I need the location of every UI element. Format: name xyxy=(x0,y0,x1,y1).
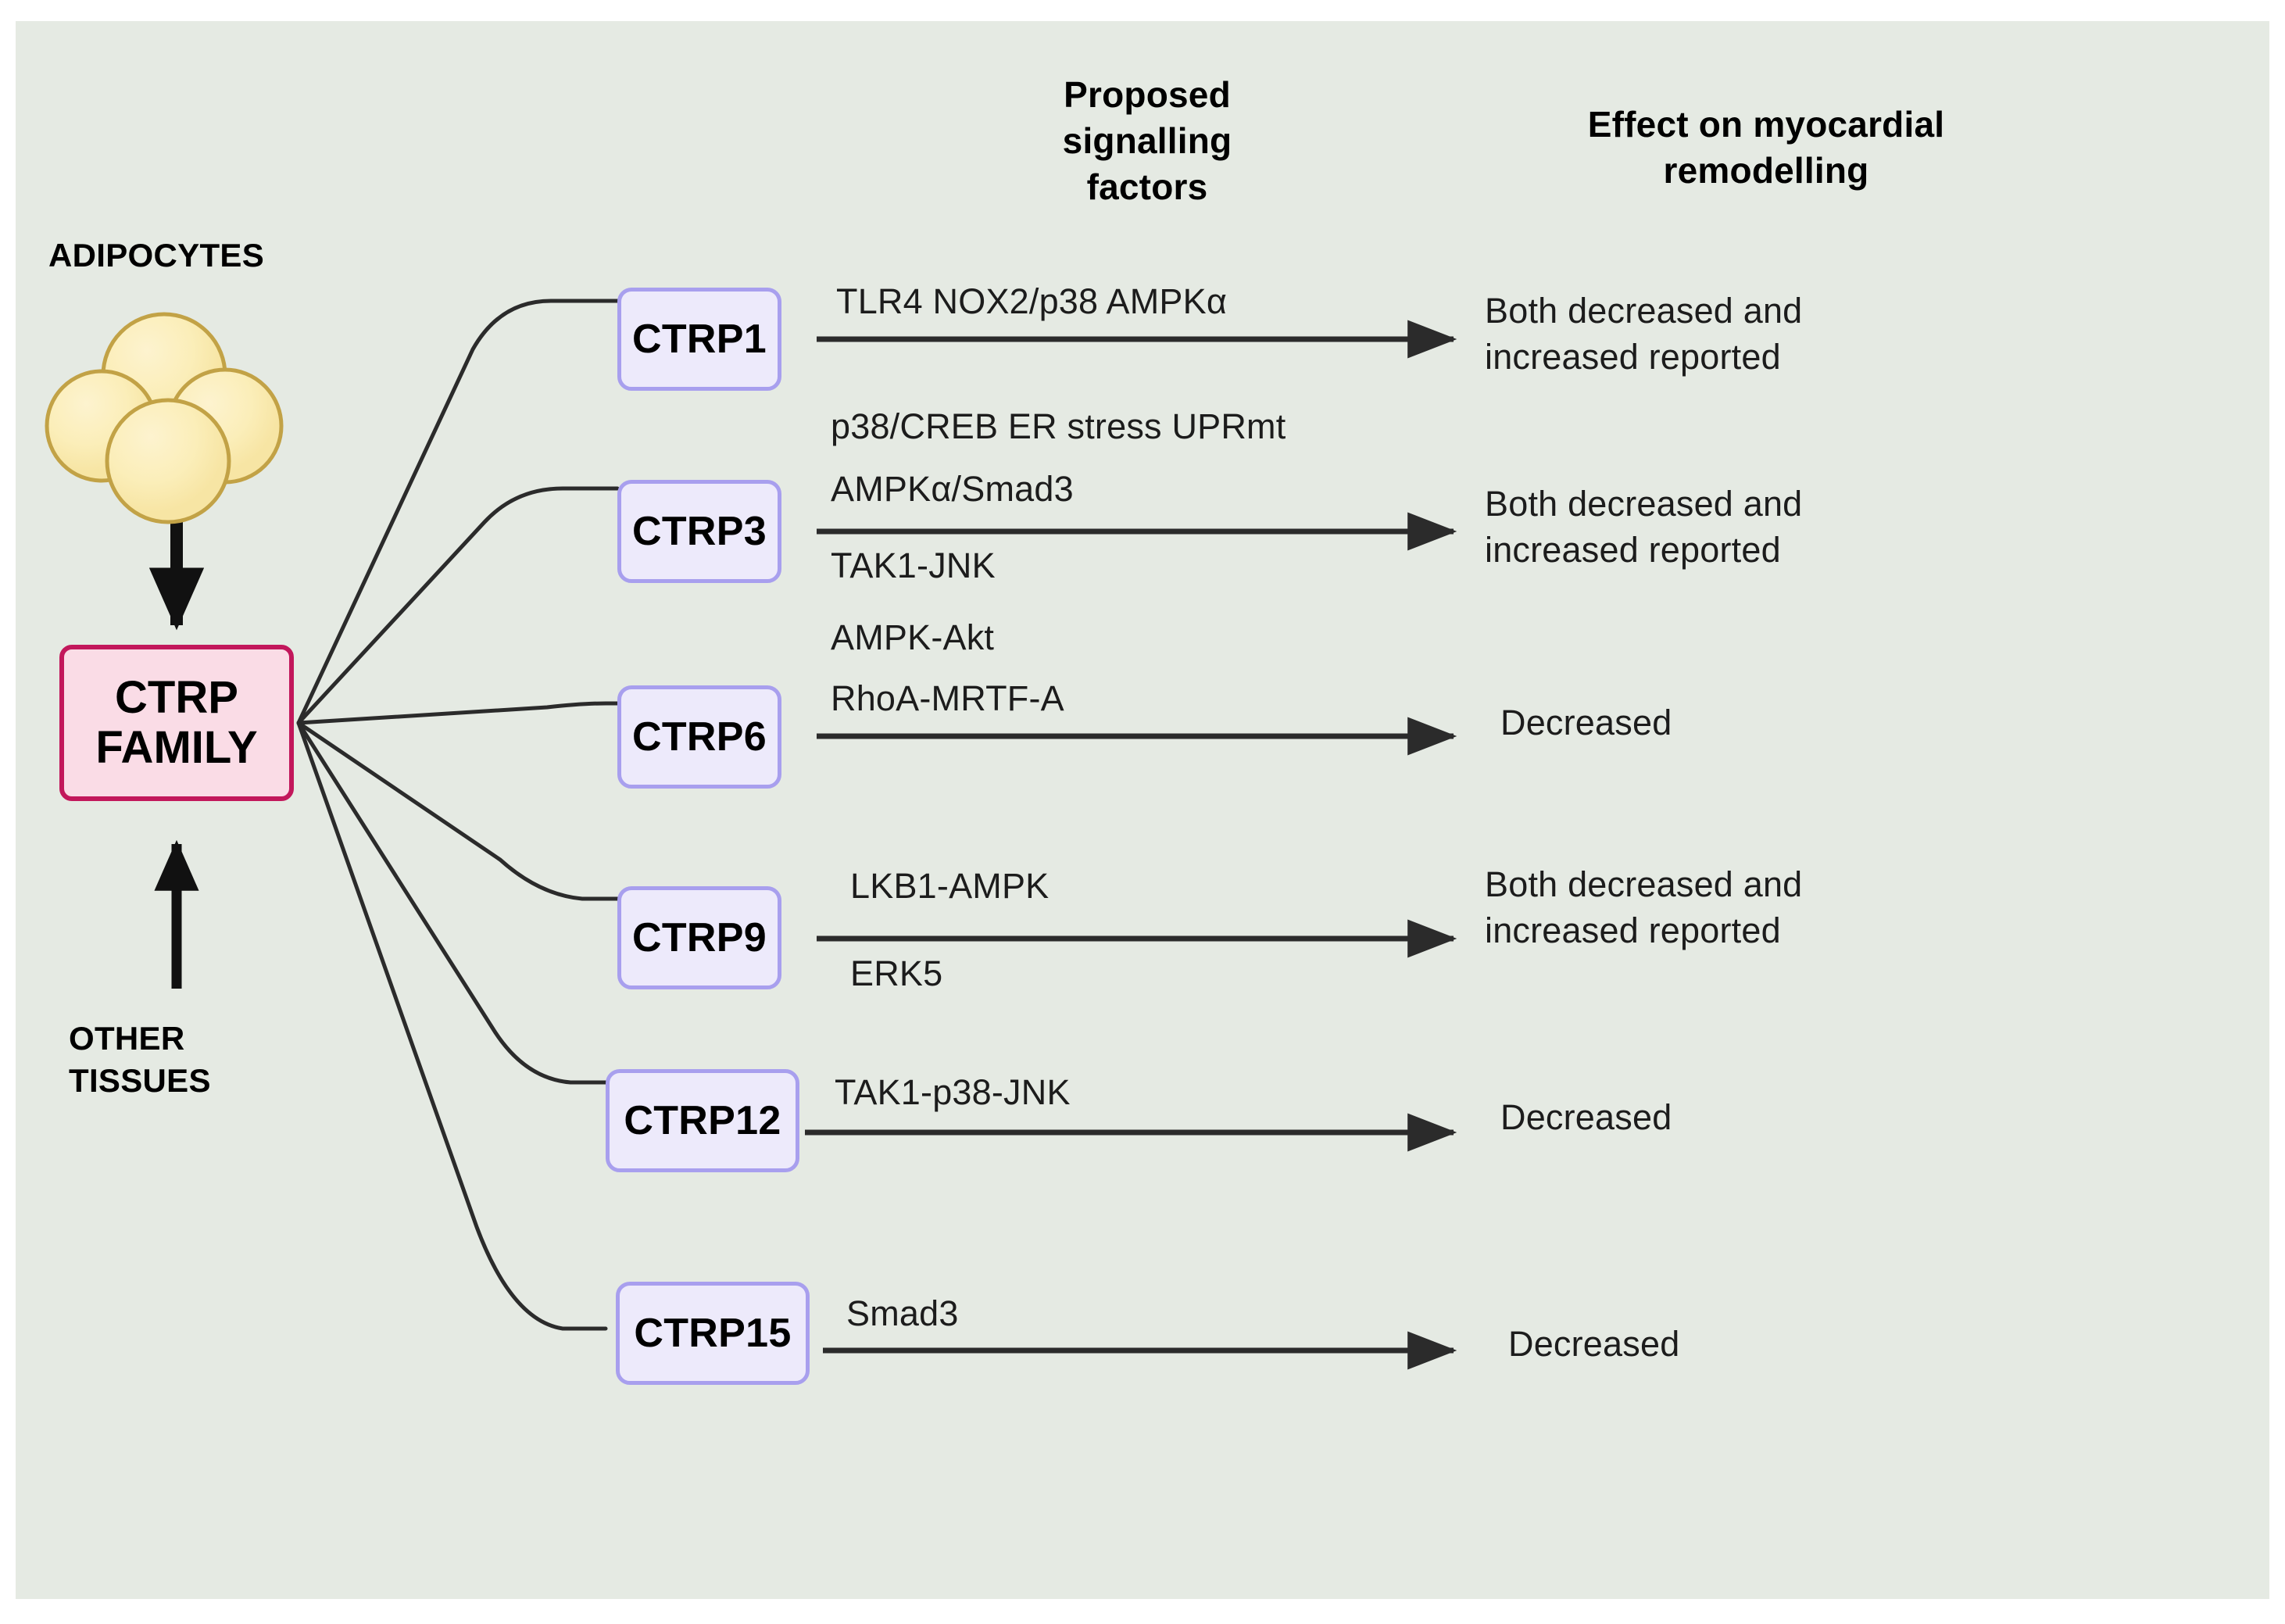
signalling-factors-ctrp9-line2: ERK5 xyxy=(850,953,943,993)
effect-ctrp12: Decreased xyxy=(1500,1094,1985,1140)
connector-to-ctrp9 xyxy=(296,721,620,901)
connector-to-ctrp3 xyxy=(296,486,620,725)
label-other-tissues: OTHER TISSUES xyxy=(69,1018,303,1102)
signalling-factors-ctrp9-line1: LKB1-AMPK xyxy=(850,866,1050,906)
node-ctrp15[interactable]: CTRP15 xyxy=(616,1282,810,1385)
signalling-factors-ctrp6-line1: AMPK-Akt xyxy=(831,617,995,657)
adipocyte-cluster-icon xyxy=(45,312,284,524)
header-line: Effect on myocardial xyxy=(1587,104,1945,145)
effect-ctrp9: Both decreased and increased reported xyxy=(1485,861,1969,954)
effect-line: Both decreased and xyxy=(1485,484,1803,524)
node-ctrp3[interactable]: CTRP3 xyxy=(617,480,781,583)
signalling-factors-ctrp12-line1: TAK1-p38-JNK xyxy=(835,1072,1071,1112)
header-line: signalling xyxy=(1062,120,1232,161)
effect-line: Decreased xyxy=(1500,1097,1672,1137)
effect-line: Both decreased and xyxy=(1485,291,1803,331)
effect-ctrp3: Both decreased and increased reported xyxy=(1485,481,1969,574)
effect-line: Decreased xyxy=(1500,703,1672,742)
header-effect-on-myocardial-remodelling: Effect on myocardial remodelling xyxy=(1461,102,2071,194)
label-adipocytes: ADIPOCYTES xyxy=(48,237,265,274)
hub-label-line: FAMILY xyxy=(95,722,258,773)
effect-ctrp15: Decreased xyxy=(1508,1321,1993,1367)
ctrp-family-hub-box[interactable]: CTRP FAMILY xyxy=(59,645,294,801)
label-line: TISSUES xyxy=(69,1061,211,1099)
effect-ctrp1: Both decreased and increased reported xyxy=(1485,288,1969,381)
connector-to-ctrp15 xyxy=(296,721,608,1331)
header-proposed-signalling-factors: Proposed signalling factors xyxy=(983,72,1311,210)
effect-line: increased reported xyxy=(1485,910,1781,951)
header-line: Proposed xyxy=(1064,74,1231,115)
node-ctrp9[interactable]: CTRP9 xyxy=(617,886,781,989)
connector-to-ctrp1 xyxy=(296,299,620,725)
header-line: remodelling xyxy=(1663,149,1869,191)
effect-line: Decreased xyxy=(1508,1324,1680,1364)
node-ctrp6[interactable]: CTRP6 xyxy=(617,685,781,789)
node-ctrp1[interactable]: CTRP1 xyxy=(617,288,781,391)
connector-to-ctrp6 xyxy=(296,701,620,725)
hub-label-line: CTRP xyxy=(115,672,238,724)
diagram-background-panel xyxy=(16,21,2269,1599)
effect-line: Both decreased and xyxy=(1485,864,1803,904)
connector-to-ctrp12 xyxy=(296,721,608,1085)
signalling-factors-ctrp3-line3: TAK1-JNK xyxy=(831,546,996,585)
signalling-factors-ctrp1-line1: TLR4 NOX2/p38 AMPKα xyxy=(836,281,1228,321)
signalling-factors-ctrp15-line1: Smad3 xyxy=(846,1293,959,1333)
label-line: OTHER xyxy=(69,1020,185,1057)
header-line: factors xyxy=(1086,166,1208,207)
signalling-factors-ctrp3-line2: AMPKα/Smad3 xyxy=(831,469,1074,509)
effect-ctrp6: Decreased xyxy=(1500,699,1985,746)
effect-line: increased reported xyxy=(1485,337,1781,377)
signalling-factors-ctrp3-line1: p38/CREB ER stress UPRmt xyxy=(831,406,1286,446)
effect-line: increased reported xyxy=(1485,530,1781,571)
signalling-factors-ctrp6-line2: RhoA-MRTF-A xyxy=(831,678,1064,718)
node-ctrp12[interactable]: CTRP12 xyxy=(606,1069,799,1172)
